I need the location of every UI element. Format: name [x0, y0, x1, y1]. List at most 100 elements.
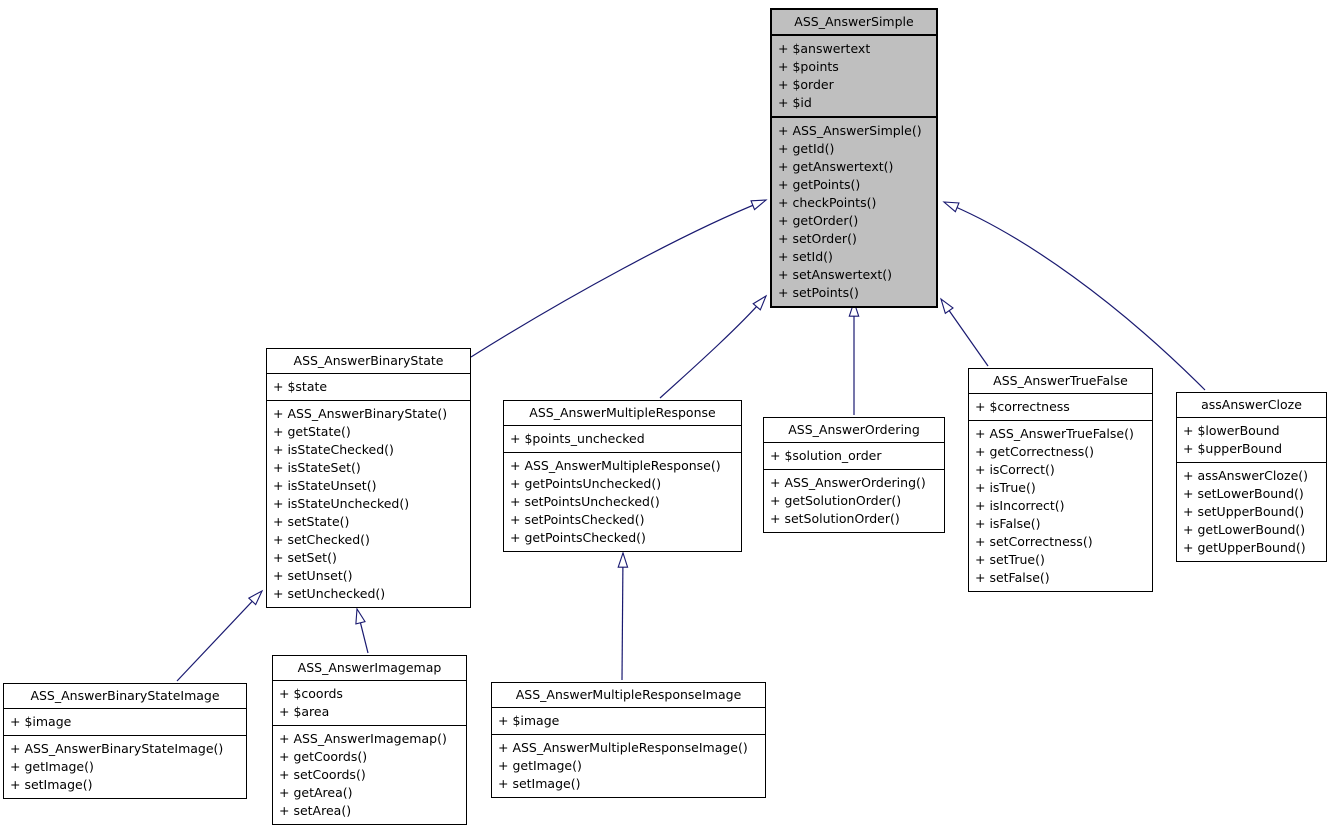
- class-name: assAnswerCloze: [1177, 393, 1326, 418]
- class-attributes-section: + $image: [492, 708, 765, 735]
- class-attribute: + $area: [279, 704, 330, 719]
- class-name: ASS_AnswerBinaryState: [267, 349, 470, 374]
- class-method: + isTrue(): [975, 480, 1036, 495]
- class-method: + setImage(): [498, 776, 581, 791]
- class-box-assAnswerCloze[interactable]: assAnswerCloze + $lowerBound + $upperBoun…: [1176, 392, 1327, 562]
- class-method: + ASS_AnswerTrueFalse(): [975, 426, 1134, 441]
- class-box-ASS_AnswerOrdering[interactable]: ASS_AnswerOrdering + $solution_order + A…: [763, 417, 945, 533]
- class-methods-section: + ASS_AnswerSimple() + getId() + getAnswer…: [772, 118, 936, 306]
- class-attributes-section: + $points_unchecked: [504, 426, 741, 453]
- class-method: + getPointsChecked(): [510, 530, 646, 545]
- class-method: + setPointsUnchecked(): [510, 494, 660, 509]
- class-method: + ASS_AnswerMultipleResponseImage(): [498, 740, 748, 755]
- class-name: ASS_AnswerBinaryStateImage: [4, 684, 246, 709]
- edge-multipleresponse-to-simple: [659, 294, 768, 399]
- class-method: + setAnswertext(): [778, 267, 893, 282]
- class-box-ASS_AnswerMultipleResponseImage[interactable]: ASS_AnswerMultipleResponseImage + $image…: [491, 682, 766, 798]
- class-methods-section: + assAnswerCloze() + setLowerBound() + set…: [1177, 463, 1326, 561]
- class-box-ASS_AnswerBinaryStateImage[interactable]: ASS_AnswerBinaryStateImage + $image + AS…: [3, 683, 247, 799]
- class-method: + setImage(): [10, 777, 93, 792]
- class-attributes-section: + $correctness: [969, 394, 1152, 421]
- class-method: + getCorrectness(): [975, 444, 1094, 459]
- class-method: + getImage(): [498, 758, 582, 773]
- class-method: + isIncorrect(): [975, 498, 1065, 513]
- class-attributes-section: + $answertext + $points + $order + $id: [772, 36, 936, 118]
- class-method: + setFalse(): [975, 570, 1050, 585]
- class-attribute: + $lowerBound: [1183, 423, 1280, 438]
- class-name: ASS_AnswerMultipleResponseImage: [492, 683, 765, 708]
- class-name: ASS_AnswerMultipleResponse: [504, 401, 741, 426]
- class-attributes-section: + $coords + $area: [273, 681, 466, 726]
- class-attributes-section: + $image: [4, 709, 246, 736]
- class-method: + setId(): [778, 249, 833, 264]
- class-method: + setSet(): [273, 550, 337, 565]
- class-method: + setChecked(): [273, 532, 370, 547]
- class-method: + ASS_AnswerSimple(): [778, 123, 922, 138]
- class-method: + setArea(): [279, 803, 352, 818]
- class-attributes-section: + $state: [267, 374, 470, 401]
- class-method: + setLowerBound(): [1183, 486, 1304, 501]
- class-method: + isStateChecked(): [273, 442, 394, 457]
- class-method: + getUpperBound(): [1183, 540, 1306, 555]
- class-methods-section: + ASS_AnswerOrdering() + getSolutionOrder…: [764, 470, 944, 532]
- edge-binarystateimage-to-binarystate: [176, 589, 264, 682]
- class-method: + setUnchecked(): [273, 586, 386, 601]
- class-name: ASS_AnswerImagemap: [273, 656, 466, 681]
- class-method: + getState(): [273, 424, 351, 439]
- class-method: + ASS_AnswerBinaryState(): [273, 406, 448, 421]
- class-method: + setUnset(): [273, 568, 353, 583]
- class-method: + isStateUnset(): [273, 478, 377, 493]
- class-method: + setPoints(): [778, 285, 859, 300]
- class-method: + ASS_AnswerBinaryStateImage(): [10, 741, 224, 756]
- edge-multipleresponseimage-to-multipleresponse: [617, 551, 629, 681]
- class-attribute: + $state: [273, 379, 328, 394]
- class-method: + getCoords(): [279, 749, 368, 764]
- class-method: + ASS_AnswerOrdering(): [770, 475, 926, 490]
- class-method: + setSolutionOrder(): [770, 511, 900, 526]
- edge-cloze-to-simple: [942, 201, 1206, 391]
- class-method: + getId(): [778, 141, 835, 156]
- class-method: + setCorrectness(): [975, 534, 1093, 549]
- edge-truefalse-to-simple: [939, 297, 989, 367]
- class-method: + setOrder(): [778, 231, 857, 246]
- class-methods-section: + ASS_AnswerTrueFalse() + getCorrectness(…: [969, 421, 1152, 591]
- class-method: + getArea(): [279, 785, 353, 800]
- class-attributes-section: + $lowerBound + $upperBound: [1177, 418, 1326, 463]
- class-box-ASS_AnswerBinaryState[interactable]: ASS_AnswerBinaryState + $state + ASS_Ans…: [266, 348, 471, 608]
- class-attribute: + $coords: [279, 686, 343, 701]
- class-attribute: + $order: [778, 77, 834, 92]
- class-methods-section: + ASS_AnswerBinaryStateImage() + getImage…: [4, 736, 246, 798]
- class-method: + ASS_AnswerImagemap(): [279, 731, 447, 746]
- edge-imagemap-to-binarystate: [355, 607, 369, 654]
- class-method: + getAnswertext(): [778, 159, 894, 174]
- class-attribute: + $answertext: [778, 41, 871, 56]
- class-attribute: + $correctness: [975, 399, 1070, 414]
- class-box-ASS_AnswerSimple[interactable]: ASS_AnswerSimple + $answertext+ $points+…: [770, 8, 938, 308]
- class-method: + isFalse(): [975, 516, 1041, 531]
- class-method: + setTrue(): [975, 552, 1045, 567]
- class-attribute: + $solution_order: [770, 448, 882, 463]
- class-attribute: + $image: [10, 714, 72, 729]
- class-box-ASS_AnswerTrueFalse[interactable]: ASS_AnswerTrueFalse + $correctness + ASS…: [968, 368, 1153, 592]
- class-attribute: + $points: [778, 59, 839, 74]
- class-method: + getSolutionOrder(): [770, 493, 902, 508]
- class-name: ASS_AnswerSimple: [772, 10, 936, 36]
- class-method: + isCorrect(): [975, 462, 1055, 477]
- class-box-ASS_AnswerImagemap[interactable]: ASS_AnswerImagemap + $coords + $area + AS…: [272, 655, 467, 825]
- class-methods-section: + ASS_AnswerMultipleResponse()+ getPoint…: [504, 453, 741, 551]
- class-name: ASS_AnswerTrueFalse: [969, 369, 1152, 394]
- class-attributes-section: + $solution_order: [764, 443, 944, 470]
- class-methods-section: + ASS_AnswerBinaryState() + getState() + i…: [267, 401, 470, 607]
- class-method: + setUpperBound(): [1183, 504, 1305, 519]
- class-methods-section: + ASS_AnswerMultipleResponseImage() + get…: [492, 735, 765, 797]
- class-box-ASS_AnswerMultipleResponse[interactable]: ASS_AnswerMultipleResponse + $points_unc…: [503, 400, 742, 552]
- class-method: + assAnswerCloze(): [1183, 468, 1309, 483]
- class-attribute: + $upperBound: [1183, 441, 1283, 456]
- class-attribute: + $id: [778, 95, 812, 110]
- edge-binarystate-to-simple: [470, 199, 768, 358]
- class-method: + isStateSet(): [273, 460, 361, 475]
- class-method: + getPoints(): [778, 177, 861, 192]
- class-method: + getImage(): [10, 759, 94, 774]
